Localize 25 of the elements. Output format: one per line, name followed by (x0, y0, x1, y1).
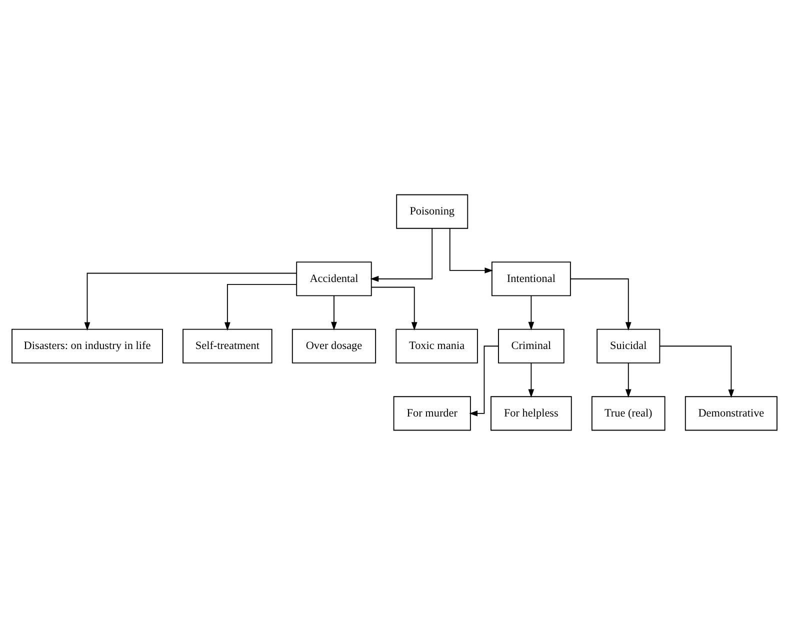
node-box: Disasters: on industry in life (12, 328, 163, 364)
arrow (370, 228, 433, 282)
node-box: Demonstrative (684, 396, 778, 431)
node-box: For helpless (490, 396, 572, 431)
arrow (570, 278, 632, 331)
arrow (625, 362, 632, 398)
arrow (84, 272, 297, 331)
node-box: Toxic mania (396, 328, 478, 364)
arrow (449, 228, 494, 274)
node-box: For murder (393, 396, 471, 431)
node-box: Over dosage (292, 328, 376, 364)
node-box: Self-treatment (182, 328, 272, 364)
arrow (224, 284, 297, 331)
arrow (659, 346, 734, 398)
arrow (331, 295, 337, 330)
arrow (528, 362, 534, 398)
arrow (528, 295, 534, 330)
node-box: Poisoning (396, 194, 468, 229)
node-box: Accidental (296, 262, 372, 296)
node-box: True (real) (591, 396, 666, 431)
node-box: Suicidal (596, 328, 660, 364)
arrow (469, 346, 499, 416)
arrow (371, 286, 418, 331)
node-box: Intentional (491, 262, 571, 296)
node-box: Criminal (498, 328, 564, 364)
